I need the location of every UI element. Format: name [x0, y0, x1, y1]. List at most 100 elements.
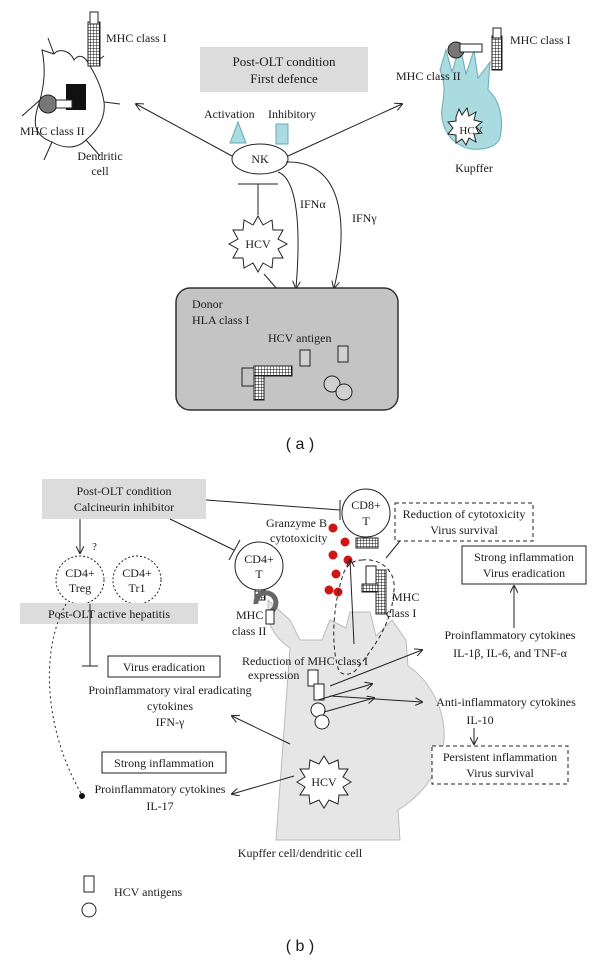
nk-to-kupffer-arrow: [287, 104, 402, 157]
donor-hepatocyte: [175, 287, 399, 411]
arrow-to-proinfl-viral: [232, 716, 291, 745]
granzyme-line2: cytotoxicity: [270, 531, 327, 545]
inhibit-cd4-line: [169, 518, 235, 551]
cd4-tr1-line2: Tr1: [129, 581, 146, 595]
panel-b-label: ( b ): [286, 938, 314, 955]
kupffer-label: Kupffer: [455, 161, 493, 175]
panel-a-header-line1: Post-OLT condition: [233, 54, 336, 69]
inhibitory-label: Inhibitory: [268, 107, 316, 121]
kupffer-mhc2-label: MHC class II: [396, 69, 461, 83]
cd8-t-cell: [341, 488, 391, 538]
dc-mhc1-receptor: [87, 21, 101, 67]
treg-dotted-line: [48, 603, 83, 796]
granzyme-granules: [324, 523, 353, 597]
proinfl-viral-line3: IFN-γ: [156, 715, 185, 729]
hcv-antigen-rect-2: [337, 345, 349, 363]
dc-mhc1-label: MHC class I: [106, 31, 167, 45]
arrow-antigen-right: [317, 684, 372, 701]
cd4-t-cell: [234, 541, 284, 591]
inhibit-cd8-line: [205, 499, 341, 511]
ifn-gamma-label: IFNγ: [352, 211, 377, 225]
dc-label-line2: cell: [91, 164, 109, 178]
panel-a-header-box: [200, 47, 368, 92]
panel-b-header-line1: Post-OLT condition: [76, 484, 171, 498]
kupffer-dendritic-cell: [267, 598, 445, 841]
panel-a: Post-OLT condition First defence MHC cla…: [20, 11, 571, 453]
question-mark: ?: [92, 541, 97, 553]
mhc2-label-line1: MHC: [236, 608, 263, 622]
panel-a-label: ( a ): [286, 436, 314, 453]
donor-label-line2: HLA class I: [192, 313, 249, 327]
kupffer-mhc1-receptor: [491, 35, 503, 71]
cd4-t-line1: CD4+: [244, 552, 274, 566]
proinfl-viral-line2: cytokines: [147, 699, 193, 713]
cell-antigen-rect-2: [313, 683, 325, 701]
strong-inflammation-box: [101, 751, 227, 774]
virus-eradication-label: Virus eradication: [123, 660, 205, 674]
strong-infl-erad-line1: Strong inflammation: [474, 550, 574, 564]
cell-antigen-circle-2: [314, 714, 330, 730]
hcv-virus: [227, 214, 289, 274]
persistent-inflammation-box: [431, 745, 569, 785]
cell-antigen-rect-1: [307, 669, 319, 687]
inhibitory-receptor: [275, 123, 289, 145]
arrow-antigen-right-2: [323, 698, 374, 713]
strong-inflammation-eradication-box: [461, 545, 587, 585]
hcv-label: HCV: [245, 237, 271, 251]
activation-label: Activation: [204, 107, 255, 121]
legend-antigen-circle: [81, 902, 97, 918]
cd4-tr1-line1: CD4+: [122, 566, 152, 580]
cd4-treg-cell: [55, 555, 105, 605]
nk-cell: [231, 143, 289, 175]
reduction-cytotoxicity-box: [394, 502, 534, 542]
proinfl-il17-line1: Proinflammatory cytokines: [95, 782, 226, 796]
hcv-antigen-label: HCV antigen: [268, 331, 331, 345]
nk-label: NK: [251, 152, 269, 166]
dc-mhc2-label: MHC class II: [20, 124, 85, 138]
anti-infl-line1: Anti-inflammatory cytokines: [436, 695, 576, 709]
anti-infl-line2: IL-10: [466, 713, 493, 727]
proinfl-cyt-line1: Proinflammatory cytokines: [445, 628, 576, 642]
active-hepatitis-label: Post-OLT active hepatitis: [48, 607, 170, 621]
persistent-line1: Persistent inflammation: [443, 750, 557, 764]
arrow-to-proinfl-cytokines: [329, 650, 422, 687]
mhc1-label-line2: class I: [386, 606, 416, 620]
nk-to-dc-arrow: [136, 104, 233, 157]
hcv-antigen-rect-1: [299, 349, 311, 367]
dendritic-cell: [21, 11, 121, 161]
active-hepatitis-box: [20, 603, 198, 624]
reduction-cyto-line1: Reduction of cytotoxicity: [403, 507, 526, 521]
cd8-t-line1: CD8+: [351, 498, 381, 512]
cell-hcv-label: HCV: [311, 775, 337, 789]
kupffer-cell: [439, 27, 503, 150]
proinfl-cyt-line2: IL-1β, IL-6, and TNF-α: [453, 646, 568, 660]
panel-b: Post-OLT condition Calcineurin inhibitor…: [20, 479, 587, 955]
legend-label: HCV antigens: [114, 885, 182, 899]
reduction-mhc-line1: Reduction of MHC class I: [242, 654, 368, 668]
treg-dot-end: [79, 793, 85, 799]
cd4-t-line2: T: [255, 567, 263, 581]
kupffer-dc-label: Kupffer cell/dendritic cell: [238, 846, 363, 860]
mhc1-label-line1: MHC: [392, 590, 419, 604]
cd4-treg-line2: Treg: [69, 581, 91, 595]
arrow-to-strong-inflammation: [232, 775, 295, 794]
proinfl-il17-line2: IL-17: [146, 799, 173, 813]
hcv-antigen-circle-1: [323, 375, 341, 393]
cd4-treg-line1: CD4+: [65, 566, 95, 580]
cd8-t-line2: T: [362, 514, 370, 528]
granzyme-line1: Granzyme B: [266, 516, 327, 530]
ifn-alpha-label: IFNα: [300, 197, 326, 211]
panel-a-header-line2: First defence: [250, 71, 318, 86]
dc-label-line1: Dendritic: [77, 149, 122, 163]
mhc1-receptor: [361, 565, 387, 615]
cd4-mhc2-receptor: [253, 589, 279, 625]
mhc2-label-line2: class II: [232, 624, 266, 638]
donor-label-line1: Donor: [192, 297, 223, 311]
legend-antigen-rect: [83, 875, 95, 893]
hcv-antigen-circle-2: [335, 383, 353, 401]
reduction-mhc-arrow: [350, 560, 355, 645]
reduction-cyto-line2: Virus survival: [430, 523, 498, 537]
strong-infl-erad-line2: Virus eradication: [483, 566, 565, 580]
ifn-gamma-arrow: [285, 161, 342, 288]
